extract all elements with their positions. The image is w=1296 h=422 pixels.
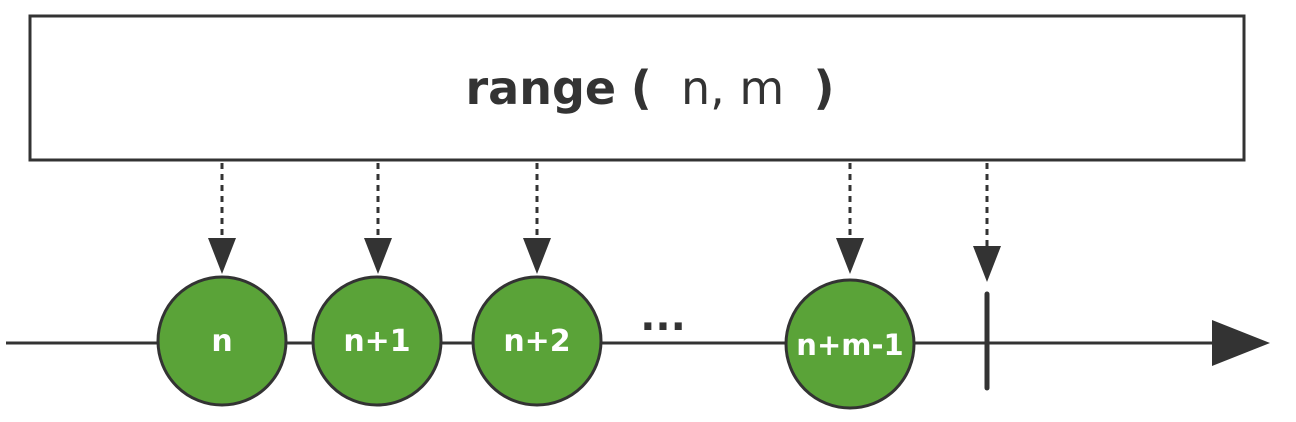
operator-args: n, m (666, 61, 798, 115)
operator-close-paren: ) (813, 61, 834, 115)
timeline-arrow-icon (1212, 320, 1270, 366)
operator-box (28, 14, 1246, 162)
operator-name: range (466, 61, 617, 115)
marble-circle (471, 275, 603, 407)
ellipsis: ... (640, 294, 686, 340)
operator-open-paren: ( (631, 61, 652, 115)
marble-label: n+2 (503, 324, 570, 359)
marble: n+m-1 (784, 278, 916, 410)
completion-arrow (973, 163, 1001, 282)
marble-label: n+1 (343, 324, 410, 359)
marble-circle (156, 275, 288, 407)
marble-circle (784, 278, 916, 410)
marble-circle (311, 275, 443, 407)
emission-arrow (523, 163, 551, 274)
operator-title: range ( n, m ) (466, 61, 835, 115)
marble: n (156, 275, 288, 407)
emission-arrow (836, 163, 864, 274)
marble-label: n (211, 324, 232, 359)
marbles: n n+1 n+2 n+m-1 (156, 275, 916, 410)
emission-arrows (208, 163, 1001, 282)
marble-label: n+m-1 (796, 328, 903, 362)
emission-arrow (208, 163, 236, 274)
emission-arrow (364, 163, 392, 274)
marble: n+2 (471, 275, 603, 407)
marble: n+1 (311, 275, 443, 407)
